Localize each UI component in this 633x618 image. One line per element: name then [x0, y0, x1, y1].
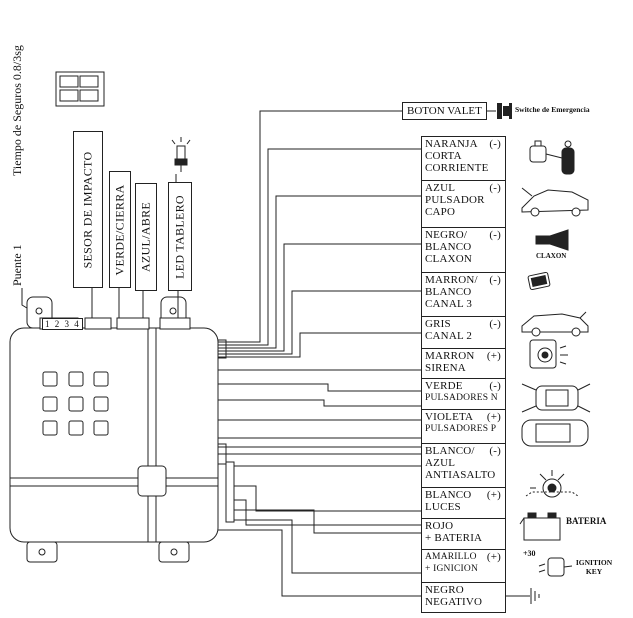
wire-rojo: ROJO+ BATERIA: [421, 518, 506, 549]
led-icon: [171, 137, 191, 172]
plus-30-label: +30: [523, 549, 536, 558]
mounting-tab-left: [26, 541, 58, 563]
azul-abre-label: AZUL/ABRE: [135, 183, 157, 291]
led-tablero-label: LED TABLERO: [168, 182, 192, 291]
ignition-key-label: IGNITION KEY: [575, 558, 613, 576]
verde-cierra-label: VERDE/CIERRA: [109, 171, 131, 288]
car-top-view-icon: [521, 419, 589, 447]
tiempo-seguros-label: Tiempo de Seguros 0.8/3sg: [10, 45, 24, 176]
relay-module-icon: [527, 271, 551, 291]
battery-icon: [519, 512, 561, 541]
sesor-impacto-label: SESOR DE IMPACTO: [73, 131, 103, 288]
ignition-key-icon: [538, 557, 573, 577]
puente-label: Puente 1: [10, 244, 24, 286]
car-doors-open-icon: [521, 383, 591, 413]
wire-amarillo: AMARILLO+ IGNICION(+): [421, 549, 506, 582]
headlight-icon: [530, 470, 565, 498]
mounting-tab-right: [158, 541, 190, 563]
alarm-module: [9, 327, 219, 543]
boton-valet-box: BOTON VALET: [402, 102, 487, 120]
switch-emergencia-label: Switche de Emergencia: [515, 105, 590, 114]
car-hood-open-icon: [521, 187, 589, 217]
horn-icon: [535, 229, 569, 251]
claxon-icon-label: CLAXON: [536, 252, 567, 260]
ground-icon: [530, 588, 540, 604]
pin-numbers: 1 2 3 4: [42, 318, 84, 330]
bateria-icon-label: BATERIA: [566, 516, 607, 526]
siren-icon: [529, 339, 568, 369]
car-trunk-icon: [521, 311, 589, 337]
emergency-switch-icon: [497, 103, 512, 119]
module-button-grid: [42, 371, 109, 436]
ignition-coil-icon: [529, 140, 575, 175]
